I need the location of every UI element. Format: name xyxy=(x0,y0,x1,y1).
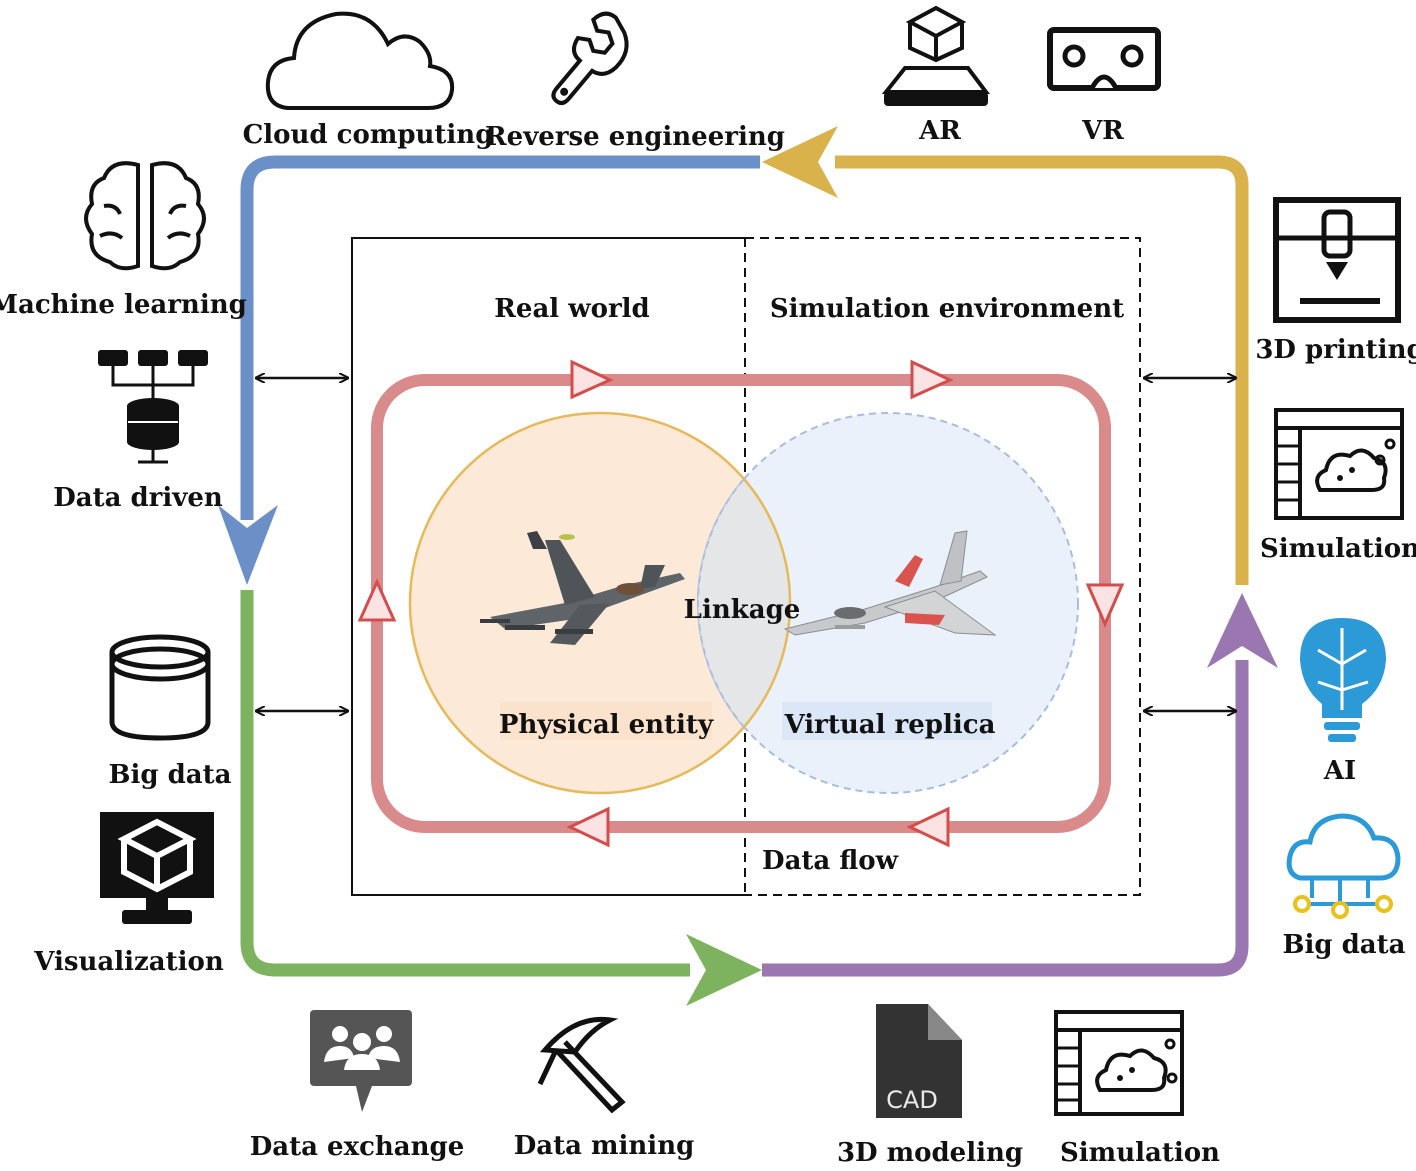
connector-arrows xyxy=(256,378,1236,711)
label-machine-learning: Machine learning xyxy=(0,290,247,320)
physical-label-bg xyxy=(500,702,712,740)
gold-arrow-path xyxy=(835,155,1249,585)
label-physical-entity: Physical entity xyxy=(499,710,714,740)
inner-frames xyxy=(351,237,1141,896)
flow-triangle-top-left xyxy=(570,359,614,400)
vr-goggles-icon xyxy=(1047,27,1161,91)
ar-headset-icon xyxy=(881,5,990,106)
label-ar: AR xyxy=(918,116,961,146)
simulation-icon xyxy=(1274,408,1404,520)
database-network-icon xyxy=(98,350,208,464)
purple-arrowhead xyxy=(1207,593,1278,668)
label-3d-modeling: 3D modeling xyxy=(837,1138,1023,1168)
ai-bulb-icon xyxy=(1300,618,1386,742)
wrench-icon xyxy=(551,11,629,106)
cad-file-text: CAD xyxy=(886,1086,938,1114)
label-data-flow: Data flow xyxy=(762,846,899,876)
purple-arrow-path xyxy=(762,660,1249,977)
green-arrowhead xyxy=(686,934,762,1006)
label-virtual-replica: Virtual replica xyxy=(784,710,996,740)
label-data-exchange: Data exchange xyxy=(250,1132,465,1162)
3d-printer-icon xyxy=(1273,197,1401,323)
flow-triangle-top-right xyxy=(910,359,954,400)
label-simulation-environment: Simulation environment xyxy=(770,294,1124,324)
cloud-icon xyxy=(265,11,455,110)
cad-file-icon: CAD xyxy=(876,1004,962,1118)
gold-arrowhead xyxy=(762,126,838,198)
label-big-data-left: Big data xyxy=(109,760,232,790)
label-vr: VR xyxy=(1081,116,1124,146)
flow-triangle-right xyxy=(1085,583,1125,628)
blue-arrowhead xyxy=(218,505,278,585)
database-icon xyxy=(109,634,211,741)
blue-arrow-path xyxy=(240,155,760,520)
chat-group-icon xyxy=(310,1010,412,1112)
flow-triangle-bottom-left xyxy=(566,806,610,848)
label-data-mining: Data mining xyxy=(514,1131,695,1161)
label-3d-printing: 3D printing xyxy=(1255,335,1416,365)
real-world-frame xyxy=(351,237,745,896)
label-big-data-right: Big data xyxy=(1283,930,1406,960)
label-data-driven: Data driven xyxy=(53,483,223,513)
label-ai: AI xyxy=(1323,756,1356,786)
label-reverse-engineering: Reverse engineering xyxy=(485,122,785,152)
label-simulation-bottom: Simulation xyxy=(1060,1138,1220,1168)
label-linkage: Linkage xyxy=(684,595,801,625)
flow-triangle-bottom-right xyxy=(906,806,950,848)
label-simulation-right: Simulation xyxy=(1260,534,1416,564)
label-real-world: Real world xyxy=(494,294,649,324)
monitor-cube-icon xyxy=(100,812,214,924)
overlap-outline-left xyxy=(696,478,745,728)
label-cloud-computing: Cloud computing xyxy=(243,120,494,150)
flow-triangle-left xyxy=(357,578,397,622)
text-labels: Cloud computing Reverse engineering AR V… xyxy=(0,116,1416,1168)
pickaxe-icon xyxy=(537,1016,626,1114)
outer-loop xyxy=(218,126,1278,1006)
label-visualization: Visualization xyxy=(33,947,224,977)
overlap-outline-right xyxy=(743,478,792,728)
fighter-jet-icon xyxy=(480,531,685,645)
green-arrow-path xyxy=(240,590,690,977)
cloud-network-icon xyxy=(1286,813,1401,919)
simulation-icon xyxy=(1054,1010,1184,1116)
simulation-frame xyxy=(745,237,1141,896)
virtual-label-bg xyxy=(782,702,992,740)
fighter-jet-icon xyxy=(783,530,997,636)
data-flow-loop xyxy=(357,359,1125,848)
overlap-lens xyxy=(697,479,791,727)
brain-icon xyxy=(84,161,206,271)
